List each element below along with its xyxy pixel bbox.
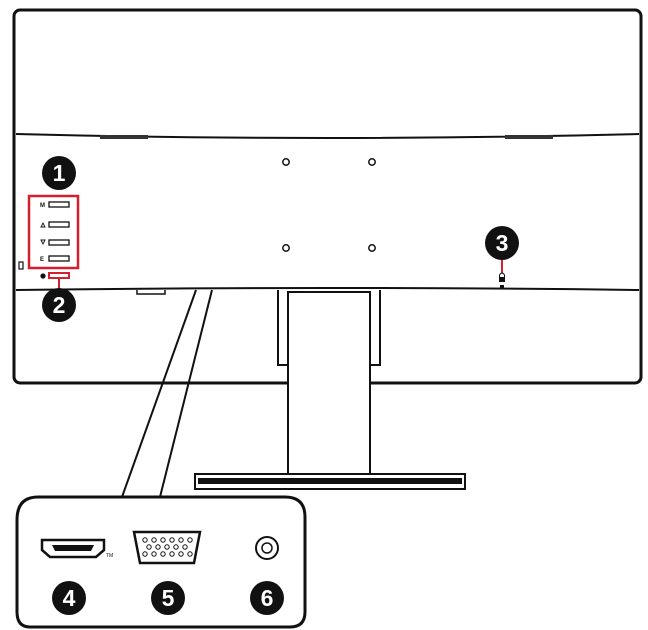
control-buttons: M E [40, 201, 70, 263]
control-buttons-highlight [27, 194, 80, 270]
vga-pin [155, 544, 161, 550]
lock-icon [499, 272, 505, 279]
vga-pin [182, 544, 188, 550]
up-button [40, 221, 70, 228]
vesa-hole [282, 158, 290, 166]
kensington-lock [499, 258, 505, 289]
bottom-notch [136, 290, 166, 295]
stand-base [194, 473, 466, 490]
vesa-hole [282, 244, 290, 252]
vga-pin [160, 537, 166, 543]
side-indicator [18, 261, 24, 270]
hdmi-port: TM [40, 538, 113, 559]
vent-right [505, 135, 553, 139]
zoom-line-right [159, 289, 213, 498]
callout-1: 1 [42, 156, 76, 190]
exit-icon: E [40, 257, 44, 263]
audio-port [255, 536, 279, 560]
callout-number: 2 [53, 292, 66, 318]
zoom-line-left [121, 289, 197, 498]
callout-number: 1 [53, 160, 66, 186]
callout-badge [485, 226, 519, 260]
down-button [40, 239, 70, 246]
vga-port [132, 530, 202, 565]
vent-left [100, 135, 148, 139]
callouts: 1 2 3 4 5 6 [42, 156, 519, 615]
callout-number: 4 [63, 585, 76, 611]
vga-pin [178, 551, 184, 557]
vga-pin [187, 551, 193, 557]
vga-pin [146, 544, 152, 550]
callout-badge [42, 156, 76, 190]
menu-icon: M [40, 203, 45, 209]
vga-pins [142, 537, 193, 557]
vga-pin [151, 537, 157, 543]
callout-badge [42, 288, 76, 322]
exit-button: E [40, 255, 70, 263]
vga-pin [160, 551, 166, 557]
callout-badge [52, 581, 86, 615]
vesa-hole [368, 158, 376, 166]
callout-3: 3 [485, 226, 519, 260]
vga-pin [142, 551, 148, 557]
vga-pin [187, 537, 193, 543]
vga-icon [132, 530, 202, 565]
menu-button: M [40, 201, 70, 209]
vga-pin [178, 537, 184, 543]
vga-pin [169, 537, 175, 543]
vesa-hole [368, 244, 376, 252]
callout-6: 6 [250, 581, 284, 615]
callout-5: 5 [151, 581, 185, 615]
power-icon [40, 273, 46, 279]
triangle-up-icon [40, 221, 46, 228]
hdmi-trademark: TM [106, 553, 113, 559]
vga-pin [164, 544, 170, 550]
vesa-mount-holes [282, 158, 376, 252]
callout-number: 3 [496, 230, 509, 256]
stand-neck [277, 290, 381, 477]
callout-2: 2 [42, 288, 76, 322]
triangle-down-icon [40, 239, 46, 246]
callout-number: 6 [261, 585, 274, 611]
vga-pin [151, 551, 157, 557]
lower-seam-line [15, 287, 640, 291]
callout-4: 4 [52, 581, 86, 615]
vga-pin [173, 544, 179, 550]
callout-badge [151, 581, 185, 615]
vga-pin [169, 551, 175, 557]
callout-badge [250, 581, 284, 615]
callout-number: 5 [162, 585, 175, 611]
vga-pin [142, 537, 148, 543]
